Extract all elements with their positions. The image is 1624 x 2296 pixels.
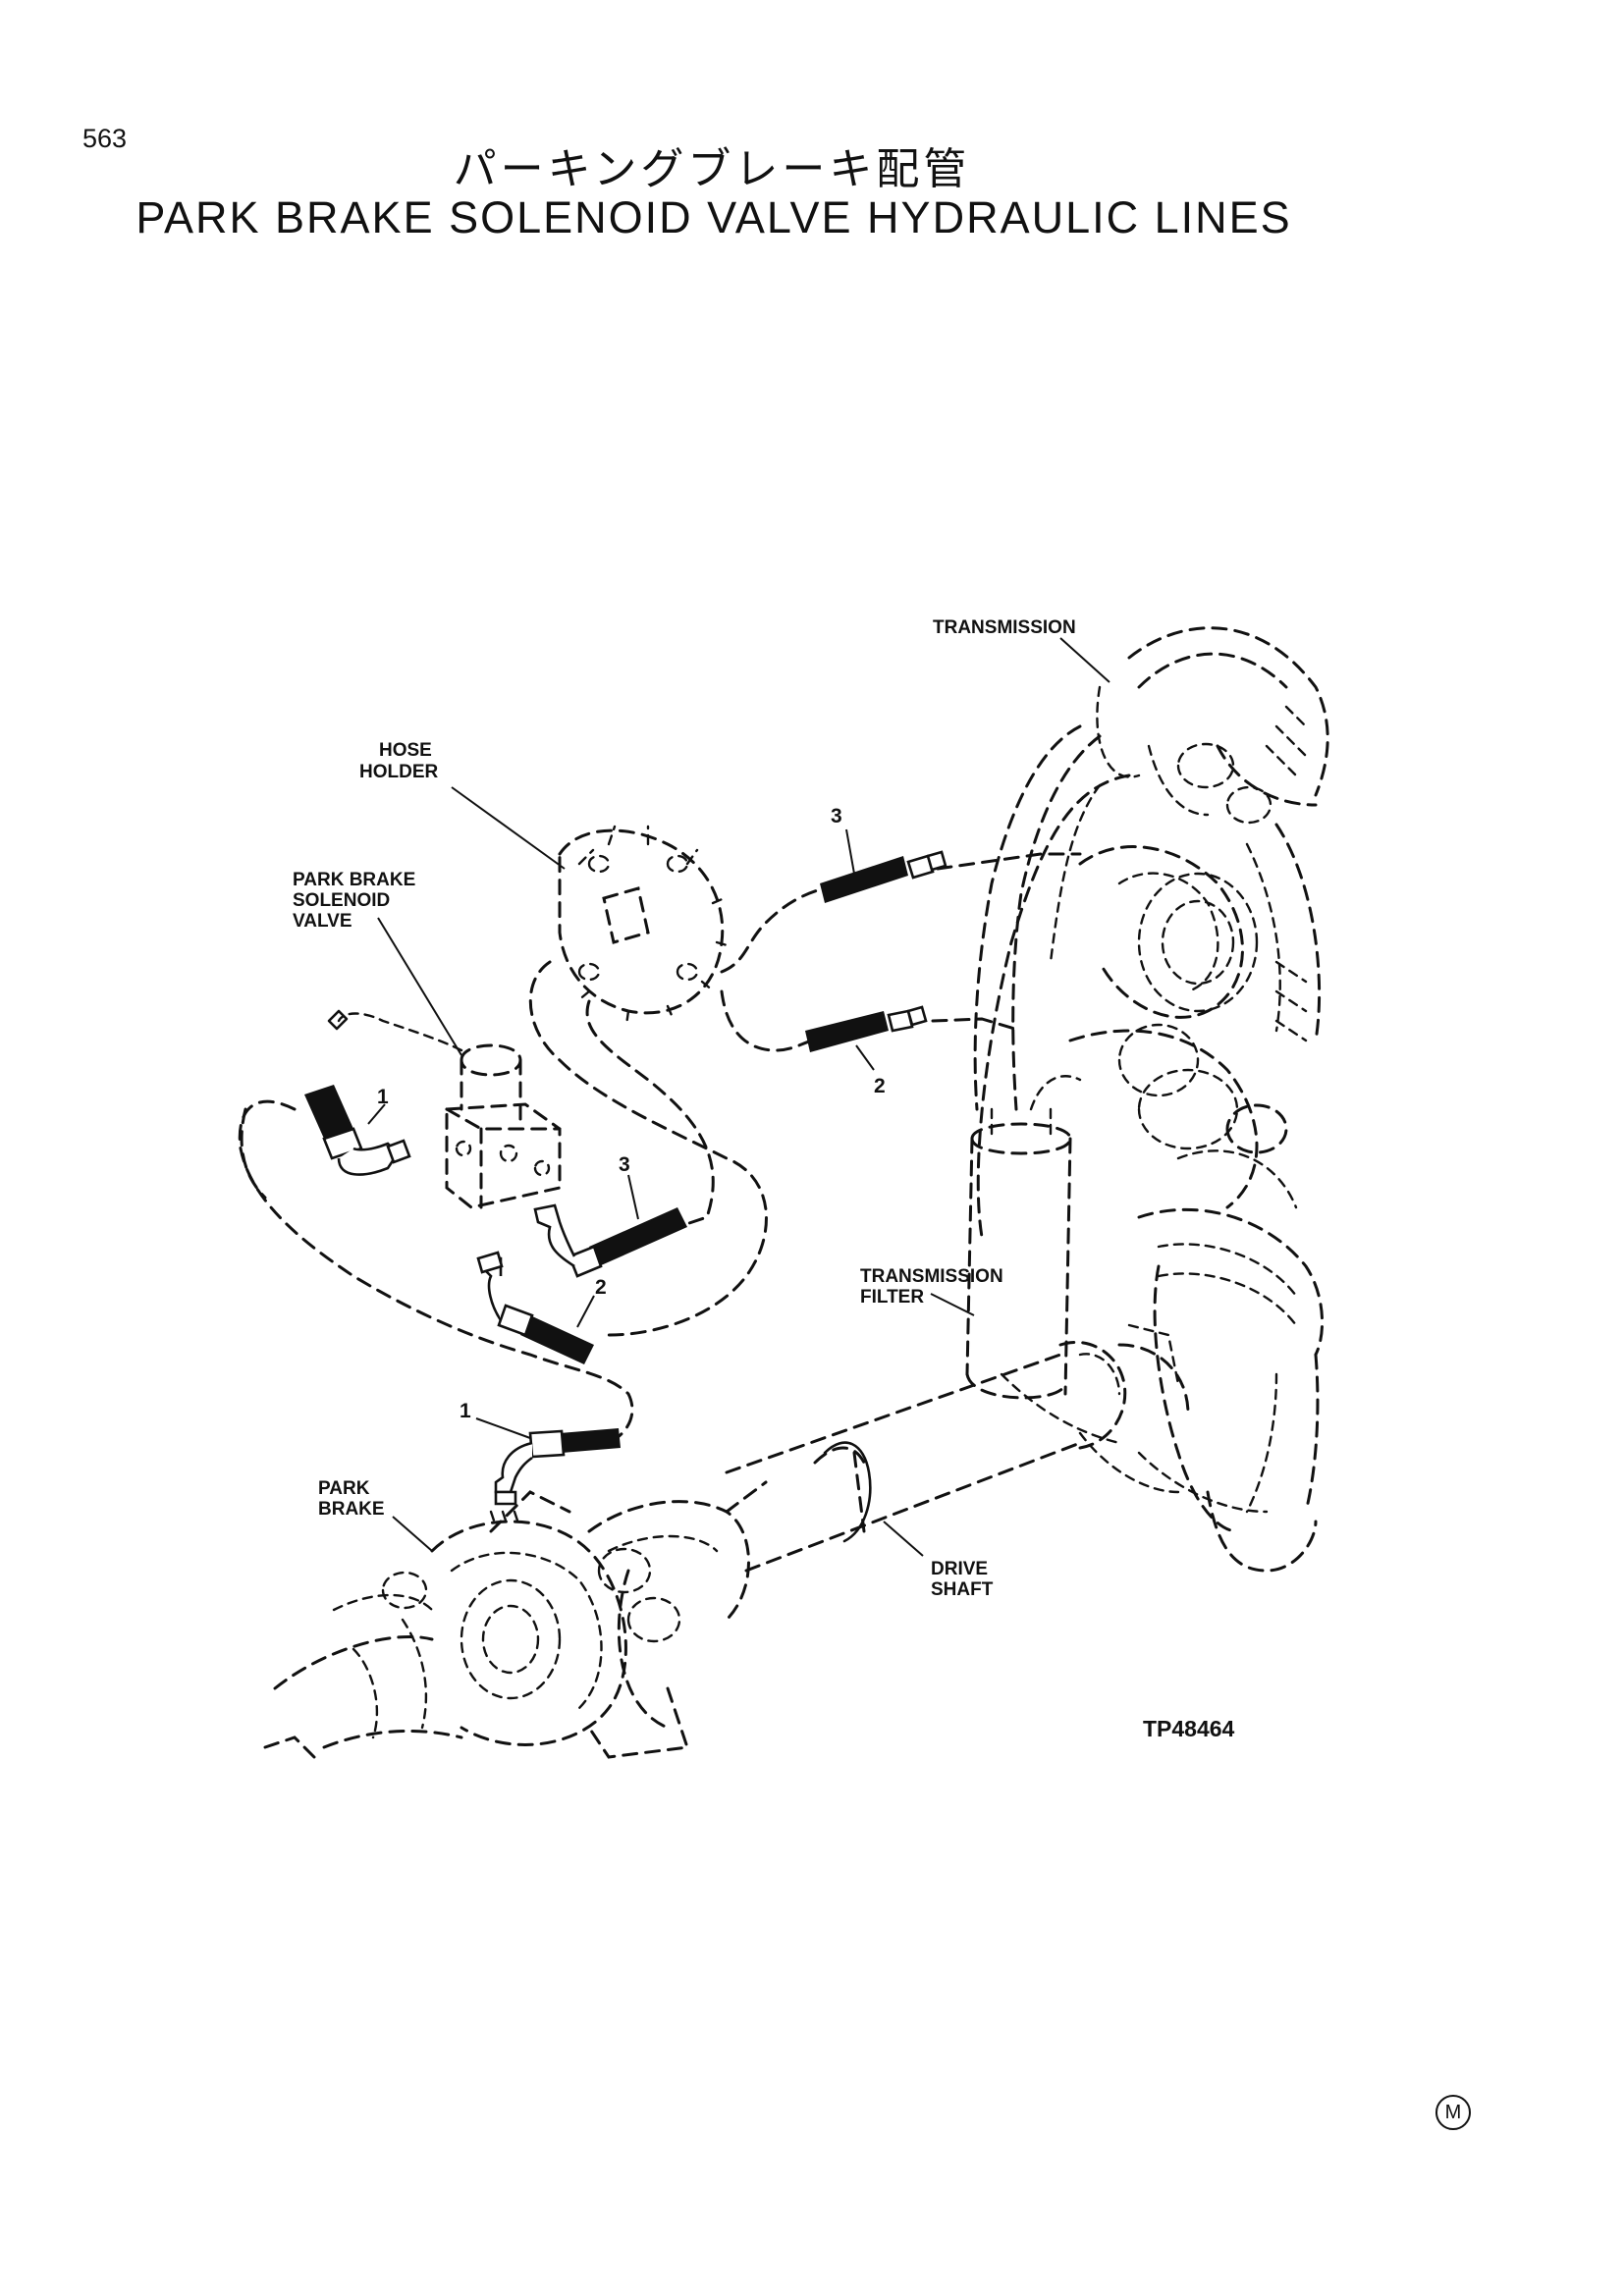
label-transmission: TRANSMISSION xyxy=(933,617,1076,638)
label-filter-line1: TRANSMISSION xyxy=(860,1266,1003,1287)
callout-hose-1-valve: 1 xyxy=(377,1086,389,1108)
callout-hose-2-upper: 2 xyxy=(874,1075,886,1097)
callout-hose-3-mid: 3 xyxy=(619,1153,630,1176)
hose-2-upper xyxy=(805,1005,928,1052)
page-number: 563 xyxy=(82,124,128,153)
label-drive-shaft-line1: DRIVE xyxy=(931,1559,988,1579)
callout-hose-3-upper: 3 xyxy=(831,805,842,828)
drive-shaft xyxy=(725,1323,1190,1573)
label-hose-holder-line2: HOLDER xyxy=(359,762,439,782)
callout-hose-2-mid: 2 xyxy=(595,1276,607,1299)
transmission-filter xyxy=(965,1107,1072,1400)
hose-3-upper xyxy=(820,850,947,903)
callout-hose-1-brake: 1 xyxy=(460,1400,471,1422)
leader-lines xyxy=(367,637,1110,1557)
hose-2-mid xyxy=(476,1251,594,1364)
park-brake xyxy=(263,1480,768,1759)
label-valve-line3: VALVE xyxy=(293,911,352,932)
label-hose-holder-line1: HOSE xyxy=(379,740,432,761)
page-title-japanese: パーキングブレーキ配管 xyxy=(453,144,971,194)
hose-1-valve xyxy=(304,1085,411,1176)
hose-holder xyxy=(558,825,732,1027)
label-valve-line1: PARK BRAKE xyxy=(293,870,415,890)
label-park-brake-line1: PARK xyxy=(318,1478,370,1499)
hose-1-brake xyxy=(494,1428,621,1506)
label-valve-line2: SOLENOID xyxy=(293,890,390,911)
label-drive-shaft-line2: SHAFT xyxy=(931,1579,994,1600)
corner-mark: M xyxy=(1435,2095,1471,2130)
label-park-brake-line2: BRAKE xyxy=(318,1499,385,1520)
label-filter-line2: FILTER xyxy=(860,1287,924,1308)
transmission-housing xyxy=(976,626,1329,1573)
hose-routes xyxy=(238,852,1082,1445)
page-title: PARK BRAKE SOLENOID VALVE HYDRAULIC LINE… xyxy=(135,192,1292,242)
hose-3-mid xyxy=(533,1203,687,1278)
park-brake-solenoid-valve xyxy=(327,1009,562,1209)
transmission-pipes xyxy=(973,724,1102,1111)
figure-id: TP48464 xyxy=(1143,1716,1235,1741)
